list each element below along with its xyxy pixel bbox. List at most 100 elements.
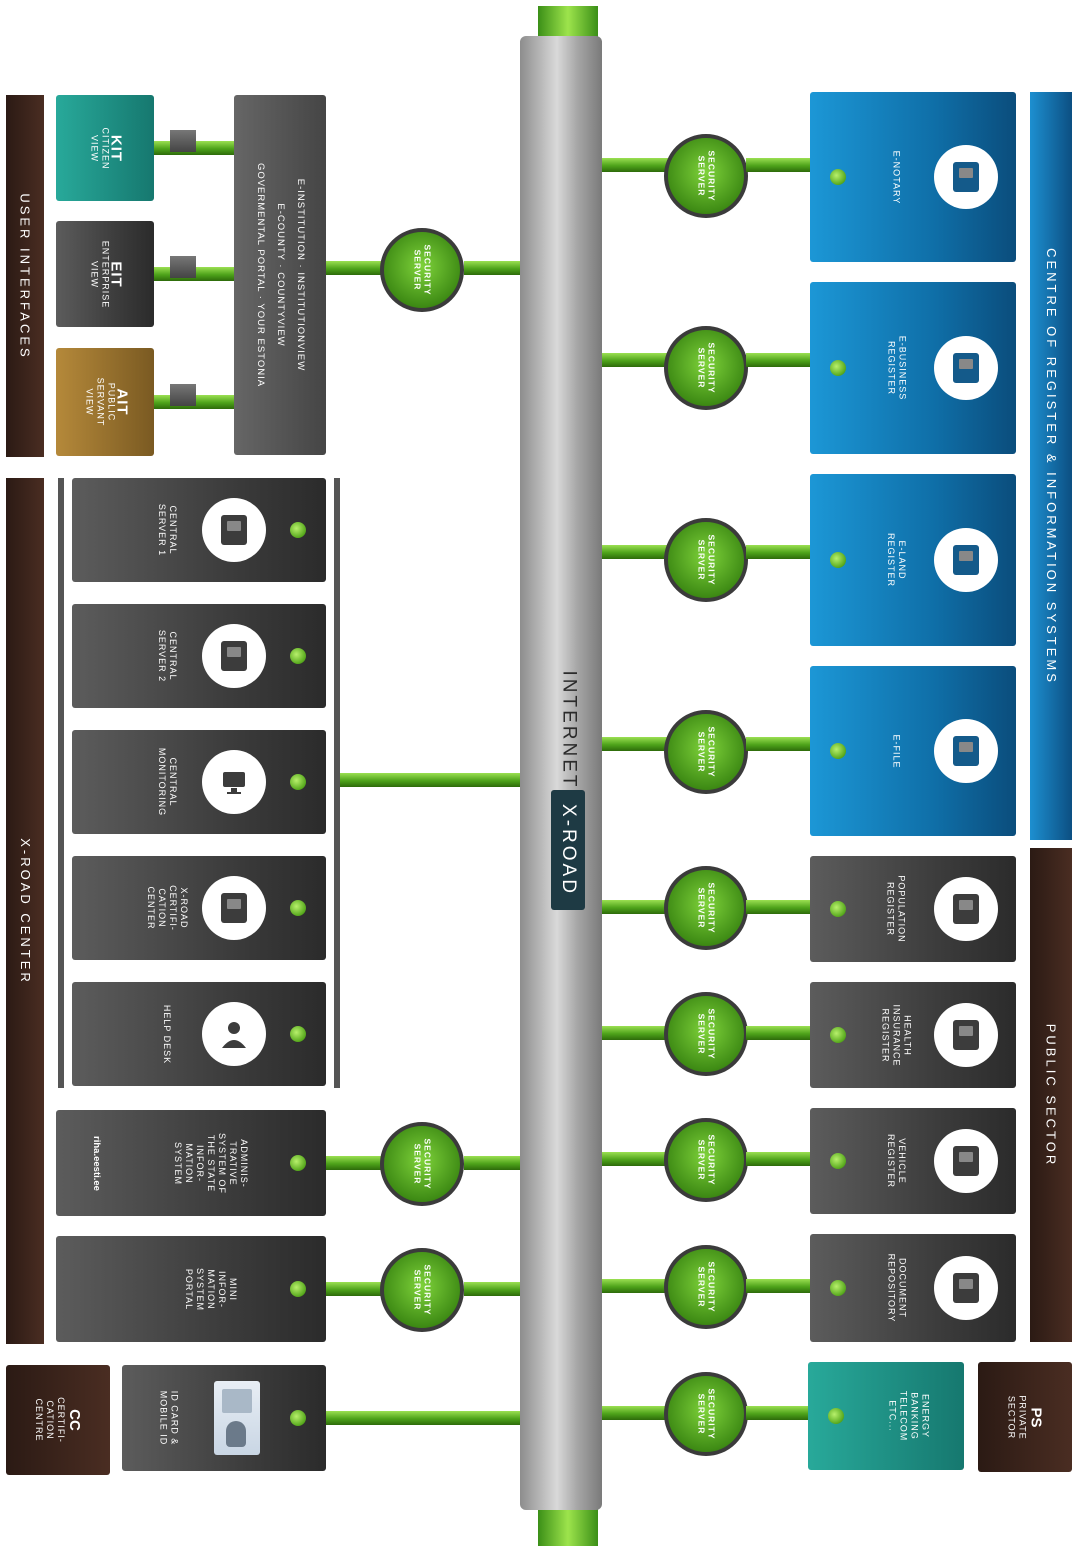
security-server-e-notary: SECURITY SERVER <box>664 134 748 218</box>
connector-pipe <box>602 1026 672 1040</box>
monitor-icon <box>202 750 266 814</box>
status-dot <box>830 1280 846 1296</box>
status-dot <box>830 169 846 185</box>
connector-pipe <box>602 545 672 559</box>
server-icon <box>934 1003 998 1067</box>
security-server-document-repository: SECURITY SERVER <box>664 1245 748 1329</box>
register-vehicle: VEHICLE REGISTER <box>810 1108 1016 1214</box>
connector-pipe <box>340 773 520 787</box>
security-server-e-file: SECURITY SERVER <box>664 710 748 794</box>
server-icon <box>934 336 998 400</box>
status-dot <box>828 1408 844 1424</box>
riha-admin-system: riha.eesti.ee ADMINIS- TRATIVE SYSTEM OF… <box>56 1110 326 1216</box>
public-sector-bar: PUBLIC SECTOR <box>1030 848 1072 1342</box>
server-icon <box>934 877 998 941</box>
connector-pipe <box>326 261 388 275</box>
xroad-central-monitoring: CENTRAL MONITORING <box>72 730 326 834</box>
xroad-central-server-2: CENTRAL SERVER 2 <box>72 604 326 708</box>
security-server-health: SECURITY SERVER <box>664 992 748 1076</box>
status-dot <box>830 552 846 568</box>
register-population: POPULATION REGISTER <box>810 856 1016 962</box>
connector-pipe <box>464 1156 520 1170</box>
server-icon <box>202 876 266 940</box>
server-icon <box>934 1129 998 1193</box>
pipe-joint <box>170 130 196 152</box>
security-server-portal: SECURITY SERVER <box>380 228 464 312</box>
mini-information-system-portal: MINI INFOR- MATION SYSTEM PORTAL <box>56 1236 326 1342</box>
centre-of-register-bar: CENTRE OF REGISTER & INFORMATION SYSTEMS <box>1030 92 1072 840</box>
backbone-xroad-label: X-ROAD <box>551 790 585 910</box>
status-dot <box>830 901 846 917</box>
xroad-central-server-1: CENTRAL SERVER 1 <box>72 478 326 582</box>
connector-pipe <box>602 1152 672 1166</box>
connector-pipe <box>602 1406 672 1420</box>
register-health-insurance: HEALTH INSURANCE REGISTER <box>810 982 1016 1088</box>
pipe-joint <box>170 256 196 278</box>
portal-line-governmental: GOVERMENTAL PORTAL · YOUR ESTONIA <box>250 163 270 387</box>
connector-pipe <box>602 737 672 751</box>
security-server-mini-portal: SECURITY SERVER <box>380 1248 464 1332</box>
user-interfaces-bar: USER INTERFACES <box>6 95 44 457</box>
security-server-population: SECURITY SERVER <box>664 866 748 950</box>
status-dot <box>830 1153 846 1169</box>
security-server-riha: SECURITY SERVER <box>380 1122 464 1206</box>
connector-pipe <box>602 158 672 172</box>
connector-pipe <box>602 900 672 914</box>
connector-pipe <box>746 1279 810 1293</box>
security-server-private-sector: SECURITY SERVER <box>664 1372 748 1456</box>
register-e-business: E-BUSINESS REGISTER <box>810 282 1016 454</box>
status-dot <box>290 774 306 790</box>
status-dot <box>290 522 306 538</box>
xroad-certification-center: X-ROAD CERTIFI- CATION CENTER <box>72 856 326 960</box>
status-dot <box>830 360 846 376</box>
server-icon <box>202 624 266 688</box>
status-dot <box>830 1027 846 1043</box>
portal-line-institution: E-INSTITUTION · INSTITUTIONVIEW <box>290 163 310 387</box>
backbone-bottom-cap <box>538 1508 598 1546</box>
ui-card-eit: EIT ENTERPRISE VIEW <box>56 221 154 327</box>
status-dot <box>290 1281 306 1297</box>
connector-pipe <box>602 1279 672 1293</box>
xroad-center-rail-left <box>58 478 64 1088</box>
xroad-help-desk: HELP DESK <box>72 982 326 1086</box>
connector-pipe <box>746 737 810 751</box>
connector-pipe <box>326 1282 388 1296</box>
connector-pipe <box>746 1406 808 1420</box>
server-icon <box>202 498 266 562</box>
status-dot <box>290 648 306 664</box>
connector-pipe <box>746 1026 810 1040</box>
connector-pipe <box>746 1152 810 1166</box>
backbone-internet-label: INTERNET <box>548 660 588 800</box>
server-icon <box>934 1256 998 1320</box>
server-icon <box>934 528 998 592</box>
cc-certification-centre: CC CERTIFI- CATION CENTRE <box>6 1365 110 1475</box>
connector-pipe <box>326 1411 520 1425</box>
connector-pipe <box>464 261 520 275</box>
ui-card-kit: KIT CITIZEN VIEW <box>56 95 154 201</box>
security-server-e-land: SECURITY SERVER <box>664 518 748 602</box>
status-dot <box>290 1410 306 1426</box>
connector-pipe <box>602 353 672 367</box>
xroad-center-bar: X-ROAD CENTER <box>6 478 44 1344</box>
register-document-repository: DOCUMENT REPOSITORY <box>810 1234 1016 1342</box>
status-dot <box>290 1026 306 1042</box>
register-e-land: E-LAND REGISTER <box>810 474 1016 646</box>
portal-line-county: E-COUNTY · COUNTYVIEW <box>270 163 290 387</box>
security-server-vehicle: SECURITY SERVER <box>664 1118 748 1202</box>
status-dot <box>830 743 846 759</box>
pipe-joint <box>170 384 196 406</box>
connector-pipe <box>746 158 810 172</box>
register-e-file: E-FILE <box>810 666 1016 836</box>
connector-pipe <box>464 1282 520 1296</box>
connector-pipe <box>746 545 810 559</box>
ps-private-sector: PS PRIVATE SECTOR <box>978 1362 1072 1472</box>
governmental-portal-box: E-INSTITUTION · INSTITUTIONVIEW E-COUNTY… <box>234 95 326 455</box>
connector-pipe <box>746 353 810 367</box>
status-dot <box>290 900 306 916</box>
ui-card-ait: AIT PUBLIC SERVANT VIEW <box>56 348 154 456</box>
id-card-icon <box>214 1381 260 1455</box>
connector-pipe <box>746 900 810 914</box>
server-icon <box>934 145 998 209</box>
connector-pipe <box>326 1156 388 1170</box>
register-e-notary: E-NOTARY <box>810 92 1016 262</box>
